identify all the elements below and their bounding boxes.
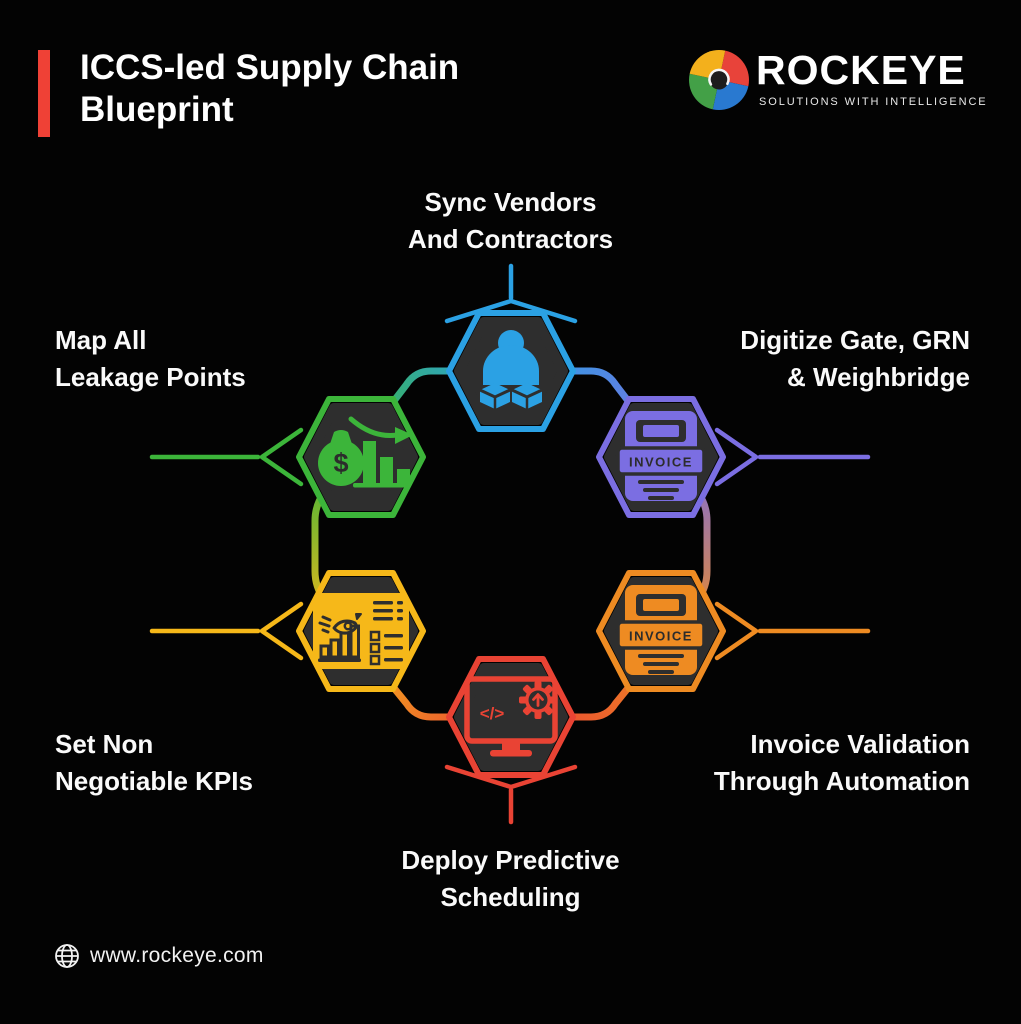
ring-segment [507, 631, 675, 721]
connector-flare [714, 601, 759, 661]
leakage-chart-icon: $ [318, 416, 413, 488]
node-sync-vendors [446, 310, 576, 432]
globe-icon [55, 944, 79, 968]
page-title: ICCS-led Supply Chain Blueprint [80, 48, 460, 129]
node-label-sync-vendors: Sync Vendors And Contractors [407, 187, 614, 254]
node-kpis [296, 570, 426, 692]
node-label-leakage-points: Map All Leakage Points [55, 325, 246, 392]
website-url: www.rockeye.com [90, 944, 264, 967]
vendor-sync-icon [479, 330, 543, 409]
connector-flare [259, 427, 304, 487]
logo-tagline: SOLUTIONS WITH INTELLIGENCE [759, 96, 988, 108]
swirl-highlight [708, 68, 730, 86]
connector-left-bottom [149, 601, 304, 661]
node-label-invoice-validation: Invoice Validation Through Automation [713, 729, 970, 796]
ring-segment [507, 367, 675, 461]
ring-segment [347, 631, 515, 721]
invoice-icon: INVOICE [616, 411, 706, 501]
node-label-kpis: Set Non Negotiable KPIs [55, 729, 253, 796]
invoice-label: INVOICE [629, 629, 693, 644]
invoice-icon: INVOICE [616, 585, 706, 675]
connector-flare [714, 427, 759, 487]
automation-monitor-icon: </> [464, 676, 558, 757]
kpi-dashboard-icon [313, 593, 409, 669]
dollar-glyph: $ [333, 448, 348, 478]
node-invoice-validation: INVOICE [596, 570, 726, 692]
ring-segment [347, 367, 515, 461]
code-glyph: </> [480, 704, 505, 723]
connector-flare [259, 601, 304, 661]
connector-right-top [714, 427, 871, 487]
node-digitize-gate: INVOICE [596, 396, 726, 518]
rockeye-swirl-icon [689, 50, 749, 110]
swirl-center [709, 70, 729, 90]
connector-left-top [149, 427, 304, 487]
invoice-label: INVOICE [629, 455, 693, 470]
gear-arrow-icon [519, 681, 557, 719]
node-label-predictive-scheduling: Deploy Predictive Scheduling [401, 845, 620, 912]
title-accent-bar [38, 50, 50, 137]
connector-right-bottom [714, 601, 871, 661]
node-label-digitize-gate: Digitize Gate, GRN & Weighbridge [740, 325, 970, 392]
logo-wordmark: ROCKEYE [756, 47, 966, 93]
node-predictive-scheduling: </> [446, 656, 576, 778]
node-leakage-points: $ [296, 396, 426, 518]
